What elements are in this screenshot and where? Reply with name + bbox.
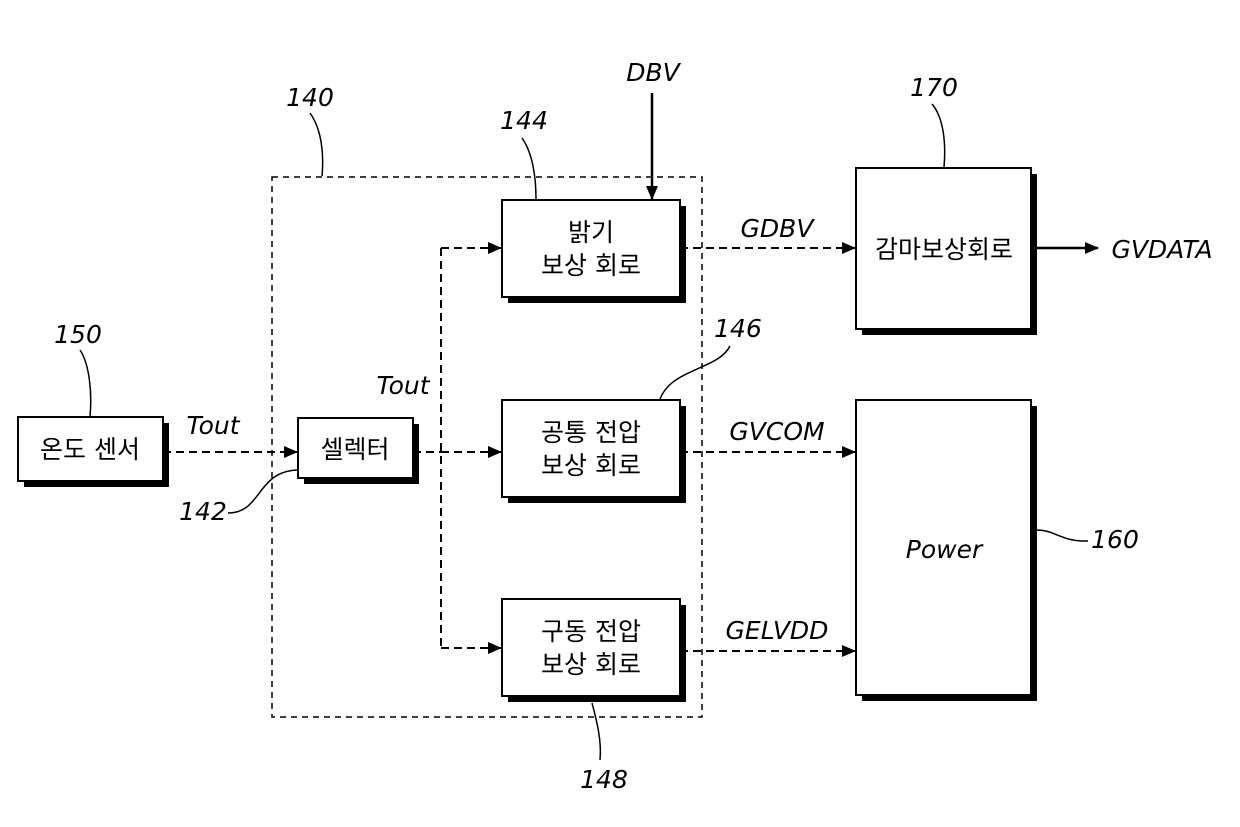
gelvdd-label: GELVDD <box>726 616 829 645</box>
common-voltage-line1: 공통 전압 <box>541 418 641 447</box>
drive-voltage-ref: 148 <box>580 765 628 794</box>
drive-voltage-line1: 구동 전압 <box>541 617 641 646</box>
brightness-block: 밝기 보상 회로 <box>502 200 686 303</box>
dbv-label: DBV <box>626 58 681 87</box>
temp-sensor-block: 온도 센서 <box>18 417 169 487</box>
temp-sensor-leader <box>80 350 91 416</box>
power-block: Power <box>856 400 1037 701</box>
compensation-unit-ref: 140 <box>286 83 334 112</box>
power-label: Power <box>906 535 984 564</box>
selector-label: 셀렉터 <box>320 435 389 464</box>
power-leader <box>1037 530 1088 541</box>
selector-block: 셀렉터 <box>298 418 419 484</box>
compensation-unit-leader <box>310 113 323 176</box>
brightness-ref: 144 <box>500 106 548 135</box>
common-voltage-block: 공통 전압 보상 회로 <box>502 400 686 503</box>
gamma-label: 감마보상회로 <box>875 235 1013 264</box>
gamma-ref: 170 <box>910 73 958 102</box>
common-voltage-leader <box>660 346 730 399</box>
gamma-leader <box>932 104 945 167</box>
drive-voltage-leader <box>592 703 600 760</box>
tout-branch-label: Tout <box>376 371 430 400</box>
selector-leader <box>228 470 297 513</box>
temp-sensor-label: 온도 센서 <box>40 435 140 464</box>
drive-voltage-line2: 보상 회로 <box>541 650 641 679</box>
gvdata-label: GVDATA <box>1111 235 1212 264</box>
temp-sensor-ref: 150 <box>54 320 102 349</box>
brightness-line1: 밝기 <box>568 218 614 247</box>
gvcom-label: GVCOM <box>729 417 824 446</box>
gdbv-label: GDBV <box>741 214 816 243</box>
gamma-block: 감마보상회로 <box>856 168 1037 335</box>
drive-voltage-block: 구동 전압 보상 회로 <box>502 599 686 702</box>
brightness-leader <box>522 138 536 199</box>
common-voltage-ref: 146 <box>714 314 762 343</box>
brightness-line2: 보상 회로 <box>541 251 641 280</box>
power-ref: 160 <box>1091 525 1139 554</box>
tout-in-label: Tout <box>186 411 240 440</box>
common-voltage-line2: 보상 회로 <box>541 451 641 480</box>
selector-ref: 142 <box>179 497 227 526</box>
